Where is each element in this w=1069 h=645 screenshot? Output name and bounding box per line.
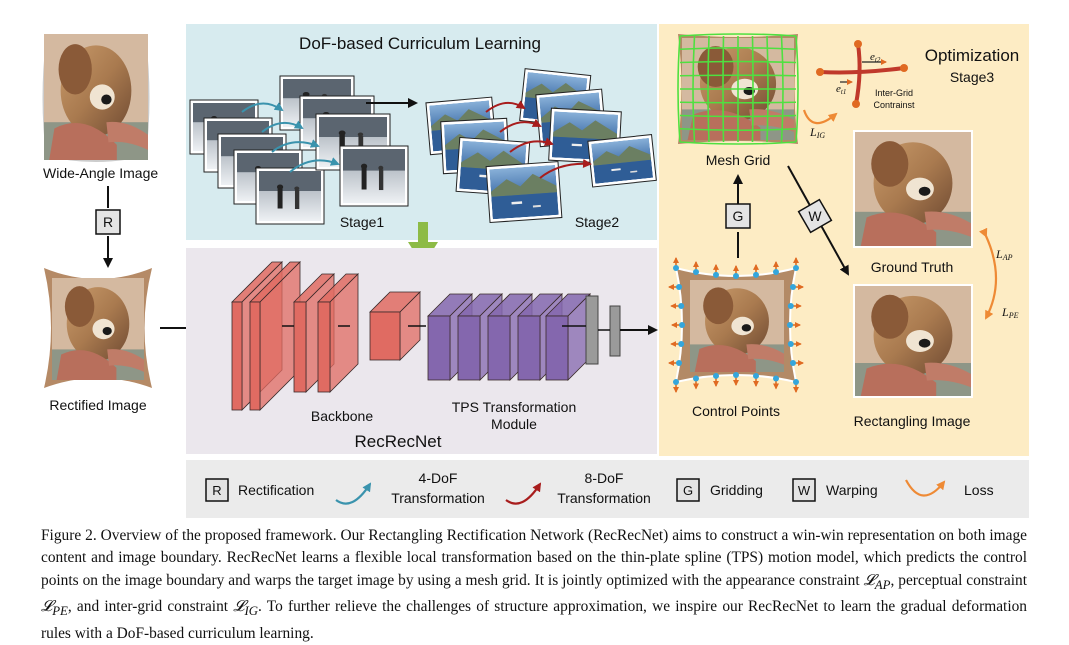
legend-red-arrow: [505, 482, 542, 505]
caption-part2: , perceptual constraint: [890, 571, 1027, 589]
mesh-grid-image: [677, 33, 799, 145]
legend-g-letter: G: [683, 483, 693, 498]
g-letter: G: [733, 208, 744, 224]
network-name: RecRecNet: [355, 432, 442, 451]
caption-math-ig: 𝓛: [233, 598, 245, 616]
curriculum-title: DoF-based Curriculum Learning: [299, 34, 541, 53]
r-box: [95, 209, 121, 235]
legend-g-box: [676, 478, 700, 502]
network-connectors: [282, 325, 610, 331]
tps-blocks: [427, 293, 591, 381]
legend-4dof-line1: 4-DoF: [419, 470, 458, 486]
legend-teal-arrow: [335, 482, 372, 505]
wide-angle-image: [42, 34, 150, 162]
legend-bar: [186, 460, 1029, 518]
loss-arrow-ig: [802, 109, 838, 125]
rectified-label: Rectified Image: [49, 397, 146, 413]
loss-ap-label: LAP: [995, 247, 1013, 262]
teal-arrows-stage1: [241, 102, 340, 173]
legend-r-box: [205, 478, 229, 502]
rectangling-image: [853, 284, 973, 398]
ground-truth-image: [853, 130, 973, 248]
loss-pe-label: LPE: [1001, 305, 1019, 320]
stage2-label: Stage2: [575, 214, 620, 230]
loss-arrow-ap-pe: [979, 227, 998, 320]
w-box: [797, 198, 833, 234]
control-points-image: [668, 257, 804, 393]
legend-8dof-line2: Transformation: [557, 490, 651, 506]
inter-grid-label-line1: Inter-Grid: [875, 88, 913, 98]
framework-diagram: Wide-Angle Image R Rectified Image DoF-b…: [42, 24, 1029, 518]
legend-8dof-line1: 8-DoF: [585, 470, 624, 486]
e-t2-label: et2: [870, 51, 881, 64]
legend-gridding: Gridding: [710, 482, 763, 498]
inter-grid-glyph: [816, 40, 908, 108]
w-letter: W: [808, 208, 822, 224]
red-arrows-stage2: [485, 100, 592, 179]
fc-layers: [585, 295, 621, 365]
ground-truth-label: Ground Truth: [871, 259, 954, 275]
e-t1-label: et1: [836, 83, 846, 96]
legend-rectification: Rectification: [238, 482, 314, 498]
legend-warping: Warping: [826, 482, 878, 498]
stage3-label: Stage3: [950, 69, 995, 85]
g-box: [725, 203, 751, 229]
control-points-label: Control Points: [692, 403, 780, 419]
r-letter: R: [103, 214, 113, 230]
loss-ig-label: LIG: [809, 125, 825, 140]
tps-label-line1: TPS Transformation: [452, 399, 577, 415]
rectified-image: [44, 268, 152, 388]
inter-grid-label-line2: Contrainst: [873, 100, 915, 110]
stage1-label: Stage1: [340, 214, 385, 230]
legend-loss: Loss: [964, 482, 994, 498]
figure-caption: Figure 2. Overview of the proposed frame…: [41, 525, 1027, 645]
rectangling-label: Rectangling Image: [854, 413, 971, 429]
backbone-label: Backbone: [311, 408, 373, 424]
caption-part4: . To further relieve the challenges of s…: [41, 598, 1027, 642]
optimization-title: Optimization: [925, 46, 1019, 65]
caption-math-ap-sub: AP: [874, 577, 891, 592]
legend-w-box: [792, 478, 816, 502]
legend-4dof-line2: Transformation: [391, 490, 485, 506]
legend-loss-arrow: [905, 479, 946, 497]
legend-w-letter: W: [798, 483, 811, 498]
caption-math-ap: 𝓛: [863, 571, 875, 589]
caption-math-pe-sub: PE: [52, 604, 68, 619]
wide-angle-label: Wide-Angle Image: [43, 165, 158, 181]
tps-label-line2: Module: [491, 416, 537, 432]
backbone-blocks: [231, 261, 421, 411]
caption-part1: Figure 2. Overview of the proposed frame…: [41, 527, 1027, 589]
legend-r-letter: R: [212, 483, 221, 498]
caption-part3: , and inter-grid constraint: [67, 598, 234, 616]
mesh-grid-label: Mesh Grid: [706, 152, 771, 168]
caption-math-ig-sub: IG: [244, 604, 258, 619]
caption-math-pe: 𝓛: [41, 598, 53, 616]
